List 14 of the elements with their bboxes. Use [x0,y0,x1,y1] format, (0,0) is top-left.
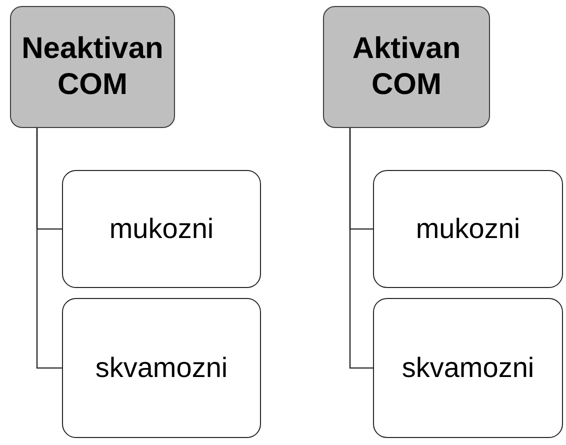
category-box [373,170,563,288]
category-text: mukozni [416,213,520,245]
category-text: mukozni [109,213,214,245]
connector-line [36,128,62,369]
header-text: Aktivan COM [351,31,462,103]
category-text: skvamozni [402,352,534,384]
category-text: skvamozni [95,352,228,384]
header-text: Neaktivan COM [20,31,164,103]
category-box [62,298,261,438]
header-box [323,6,490,128]
category-box [373,298,563,438]
header-box [10,6,175,128]
category-box [62,170,261,288]
connector-line [349,128,373,369]
